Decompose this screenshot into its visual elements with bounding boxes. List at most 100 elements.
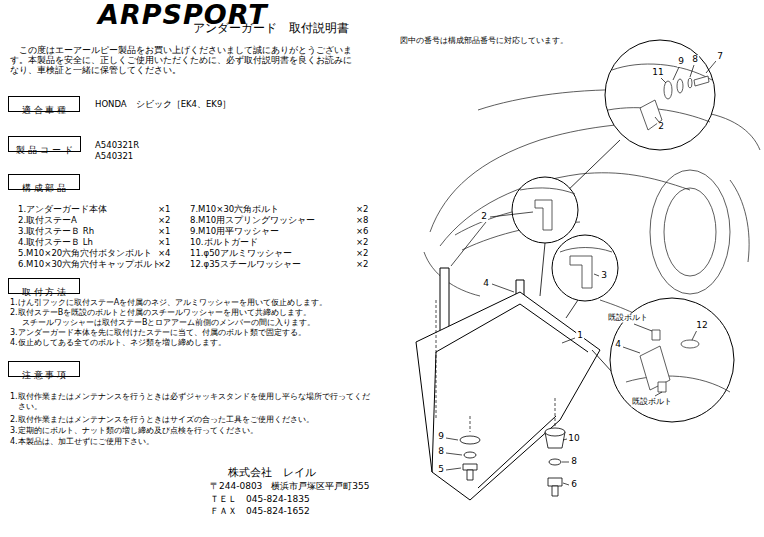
figure-note: 図中の番号は構成部品番号に対応しています。 <box>400 36 568 46</box>
part-quantity: ×1 <box>158 226 171 236</box>
part-name: 11.φ50アルミワッシャー <box>190 248 292 258</box>
part-quantity: ×2 <box>356 248 369 258</box>
leader-line <box>594 274 599 276</box>
part-name: 9.M10用平ワッシャー <box>190 226 279 236</box>
callout-number: 12 <box>695 321 708 331</box>
company-info: ＴＥＬ 045-824-1835 <box>210 494 310 505</box>
under-guard-plate <box>416 292 600 500</box>
install-step: 1.けん引フックに取付ステーAを付属のネジ、アルミワッシャーを用いて仮止めします… <box>10 298 327 308</box>
spring-washer <box>549 459 561 465</box>
tire-rim <box>664 188 716 276</box>
caution-note: 3.定期的にボルト、ナット類の増し締め及び点検を行ってください。 <box>10 426 258 436</box>
part-quantity: ×1 <box>158 237 171 247</box>
bolt <box>652 330 660 340</box>
part-quantity: ×4 <box>158 248 171 258</box>
axis-line <box>436 300 437 420</box>
callout-number: 5 <box>437 465 445 475</box>
body-line <box>612 64 712 80</box>
callout-number: 4 <box>614 340 622 350</box>
part-quantity: ×2 <box>356 259 369 269</box>
detail-leader <box>566 300 578 318</box>
section-heading: 注 意 事 項 <box>22 369 67 381</box>
leader-line <box>634 324 652 331</box>
section-heading: 適 合 車 種 <box>22 104 67 116</box>
spring-washer <box>688 78 692 88</box>
part-name: 4.取付ステーＢ Lh <box>18 237 93 247</box>
callout-number: 8 <box>691 55 699 65</box>
callout-number: 既設ボルト <box>631 398 673 407</box>
callout-number: 11 <box>651 68 664 78</box>
plate-fold <box>436 304 588 352</box>
install-step: スチールワッシャーは取付ステーBとロアアーム前側のメンバーの間に入ります。 <box>22 318 316 328</box>
leader-line <box>661 78 666 83</box>
detail-leader <box>540 243 545 296</box>
washer <box>664 81 672 99</box>
bolt-guard-top <box>545 428 565 436</box>
part-name: 5.M10×20六角穴付ボタンボルト <box>18 248 152 258</box>
part-name: 8.M10用スプリングワッシャー <box>190 215 315 225</box>
leader-line <box>446 468 461 470</box>
company-info: 〒244-0803 横浜市戸塚区平戸町355 <box>210 481 370 492</box>
caution-note: 4.本製品は、加工せずにご使用下さい。 <box>10 437 154 447</box>
detail-leader <box>562 140 620 196</box>
bolt-head <box>463 464 477 470</box>
leader-line <box>492 284 514 292</box>
vehicle-model: HONDA シビック［EK4、EK9］ <box>95 99 231 109</box>
part-name: 1.アンダーガード本体 <box>18 204 107 214</box>
bolt-head <box>548 478 562 486</box>
section-heading: 構 成 部 品 <box>22 182 67 194</box>
callout-number: 8 <box>570 457 578 467</box>
section-heading: 取 付 方 法 <box>22 286 67 298</box>
install-step: 4.仮止めしてある全てのボルト、ネジ類を増し締めします。 <box>10 338 226 348</box>
part-quantity: ×2 <box>158 215 171 225</box>
section-heading-box: 製 品 コ ー ド <box>8 136 81 152</box>
leader-line <box>446 453 462 455</box>
plate-fold <box>478 416 556 488</box>
leader-line <box>623 347 640 353</box>
section-heading: 製 品 コ ー ド <box>16 144 72 156</box>
caution-note: 1.取付作業またはメンテナンスを行うときは必ずジャッキスタンドを使用し平らな場所… <box>10 392 370 411</box>
leader-line <box>562 462 569 463</box>
product-code: A540321R <box>95 140 139 150</box>
tire <box>650 170 730 294</box>
washer <box>677 79 683 93</box>
leader-line <box>692 330 697 340</box>
caution-note: 2.取付作業またはメンテナンスを行うときはサイズの合った工具をご使用ください。 <box>10 415 314 425</box>
part-name: 12.φ35スチールワッシャー <box>190 259 301 269</box>
detail-leader <box>592 350 612 372</box>
callout-number: 3 <box>600 271 608 281</box>
bolt <box>694 76 709 86</box>
leader-line <box>563 483 569 485</box>
leader-line <box>562 338 575 343</box>
callout-number: 10 <box>567 434 580 444</box>
member-line <box>560 248 612 253</box>
part-quantity: ×1 <box>158 204 171 214</box>
part-name: 7.M10×30六角ボルト <box>190 204 279 214</box>
install-step: 3.アンダーガード本体を先に取付けたステーに当て、付属のボルト類で固定する。 <box>10 328 306 338</box>
part-quantity: ×8 <box>356 215 369 225</box>
member-line <box>626 376 730 392</box>
leader-line <box>446 438 458 440</box>
section-heading-box: 適 合 車 種 <box>8 96 80 112</box>
member-line <box>520 188 575 194</box>
bolt-shaft <box>552 486 558 496</box>
detail-circle <box>552 235 618 301</box>
callout-number: 6 <box>570 480 578 490</box>
product-code: A540321 <box>95 151 133 161</box>
callout-number: 既設ボルト <box>607 314 649 323</box>
bolt-shaft <box>467 470 473 480</box>
brand-logo: ARPSPORT <box>98 1 268 28</box>
washer <box>681 340 699 348</box>
intro-text: この度はエーアールピー製品をお買い上げくださいまして誠にありがとうございます。本… <box>10 45 355 76</box>
callout-number: 4 <box>482 279 490 289</box>
leader-line <box>655 392 662 396</box>
stay-a <box>535 200 552 230</box>
part-quantity: ×2 <box>356 237 369 247</box>
part-quantity: ×2 <box>356 204 369 214</box>
callout-number: 1 <box>576 331 584 341</box>
axis-line <box>470 416 471 432</box>
callout-number: 8 <box>437 447 445 457</box>
company-info: ＦＡＸ 045-824-1652 <box>210 506 310 517</box>
spring-washer <box>464 452 476 458</box>
